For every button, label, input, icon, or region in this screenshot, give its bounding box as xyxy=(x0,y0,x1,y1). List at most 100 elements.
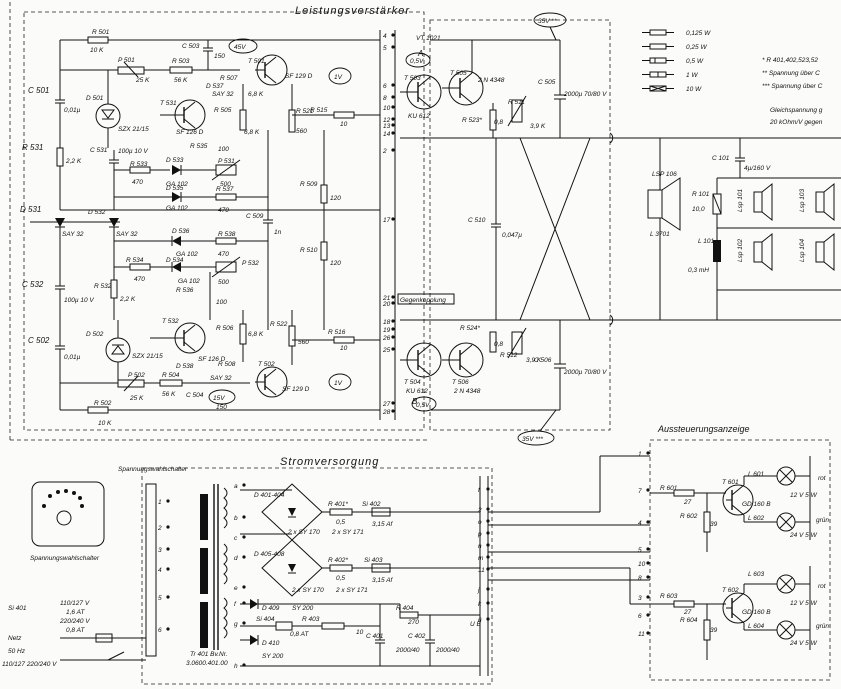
label-SY170a: 2 x SY 170 xyxy=(287,529,320,536)
psu-pin: ü xyxy=(478,617,482,624)
label-D501t: SZX 21/15 xyxy=(118,126,149,133)
trafo-pin-dot xyxy=(242,621,246,625)
label-gruen2: grün xyxy=(816,623,829,630)
trafo-pin: g xyxy=(234,621,238,628)
psu-pin-dot xyxy=(486,555,490,559)
label-Si404v: 0,8 AT xyxy=(290,631,309,638)
switch-pin-dot xyxy=(166,525,170,529)
label-C509: C 509 xyxy=(246,213,264,220)
label-say32a: SAY 32 xyxy=(212,91,234,98)
label-D536: D 536 xyxy=(172,228,190,235)
label-D536t: GA 102 xyxy=(176,251,198,258)
label-P502: P 502 xyxy=(128,372,145,379)
amp-pin-dot xyxy=(391,45,395,49)
meter-pin-dot xyxy=(646,595,650,599)
trafo-pin-dot xyxy=(242,555,246,559)
label-C531: C 531 xyxy=(90,147,108,154)
label-C501v: 0,01µ xyxy=(64,107,81,114)
dc-note-2: 20 kOhm/V gegen xyxy=(769,119,823,126)
amp-pin: 4 xyxy=(383,33,387,40)
label-D533t: GA 102 xyxy=(166,181,188,188)
label-T504t: KU 612 xyxy=(406,388,428,395)
amp-pin: 5 xyxy=(383,45,387,52)
label-D405: D 405-408 xyxy=(254,551,285,558)
trafo-pin: f xyxy=(234,601,237,608)
meter-pin: 4 xyxy=(638,520,642,527)
label-SY171b: 2 x SY 171 xyxy=(335,587,368,594)
label-T502t: SF 129 D xyxy=(282,386,310,393)
trafo-pin: b xyxy=(234,515,238,522)
label-C503v: 150 xyxy=(214,53,225,60)
label-Lsp101: Lsp 101 xyxy=(737,188,744,212)
label-R509: R 509 xyxy=(300,181,318,188)
psu-pin-dot xyxy=(486,543,490,547)
label-R604v: 39 xyxy=(710,627,718,634)
amp-pin-dot xyxy=(391,33,395,37)
label-fuse1: 110/127 V xyxy=(60,600,90,607)
label-D502: D 502 xyxy=(86,331,104,338)
label-D532: D 532 xyxy=(88,209,106,216)
label-T602t: GD 160 B xyxy=(742,609,771,616)
label-L101v: 0,3 mH xyxy=(688,267,709,274)
psu-pin: 11 xyxy=(478,567,485,574)
amplifier-lower: D 536 GA 102 R 538 470 D 534 GA 102 P 53… xyxy=(22,227,380,427)
trafo-pin: a xyxy=(234,483,238,490)
label-T506t: 2 N 4348 xyxy=(453,388,481,395)
label-mains: 110/127 220/240 V xyxy=(2,661,57,668)
label-C401v: 2000/40 xyxy=(395,647,420,654)
label-R522: R 522 xyxy=(270,321,288,328)
feedback-label: Gegenkopplung xyxy=(400,297,446,304)
label-C509v: 1n xyxy=(274,229,282,236)
label-R531: R 531 xyxy=(22,143,43,152)
amp-pin: 17 xyxy=(383,217,391,224)
label-T501t: SF 129 D xyxy=(285,73,313,80)
label-gruen1: grün xyxy=(816,517,829,524)
amp-pin: 20 xyxy=(382,301,391,308)
label-P532v: 500 xyxy=(218,279,229,286)
trafo-pin-dot xyxy=(242,483,246,487)
trafo-pin: e xyxy=(234,585,238,592)
label-R515v: 10 xyxy=(340,121,348,128)
volt-05-top: 0,5V xyxy=(410,58,424,65)
label-R524v: 0,8 xyxy=(494,341,503,348)
psu-pin-dot xyxy=(486,507,490,511)
amp-pin-dot xyxy=(391,295,395,299)
switch-pin-dot xyxy=(166,567,170,571)
meter-pin: 1 xyxy=(638,451,642,458)
amp-pin-dot xyxy=(391,123,395,127)
label-C532: C 532 xyxy=(22,280,44,289)
watt-label: 0,25 W xyxy=(686,44,707,51)
psu-pin: 2 xyxy=(477,507,482,514)
psu-pin-dot xyxy=(486,587,490,591)
meter-pin: 11 xyxy=(638,631,645,638)
output-stage: T 503 KU 612 0,5V T 505 2 N 4348 R 523* … xyxy=(397,12,610,446)
label-P531v: 500 xyxy=(220,181,231,188)
switch-pin-dot xyxy=(166,547,170,551)
label-T504: T 504 xyxy=(404,379,421,386)
volt-35-top: 35V ** xyxy=(538,18,557,25)
label-C504v: 150 xyxy=(216,404,227,411)
watt-label: 0,125 W xyxy=(686,30,711,37)
trafo-pin-dot xyxy=(242,515,246,519)
label-R532: R 532 xyxy=(94,283,112,290)
volt-15: 15V xyxy=(213,395,225,402)
node-B: B xyxy=(412,397,418,406)
label-Lsp103: Lsp 103 xyxy=(799,188,806,212)
amp-pin: 21 xyxy=(382,295,391,302)
label-D401: D 401-404 xyxy=(254,492,285,499)
label-L604: L 604 xyxy=(748,623,765,630)
amp-pin-dot xyxy=(391,117,395,121)
label-R532v: 2,2 K xyxy=(119,296,136,303)
transistor-note: VT 1021 xyxy=(416,35,441,42)
label-R603v: 27 xyxy=(683,609,692,616)
amp-pin-dot xyxy=(391,347,395,351)
volt-1-top: 1V xyxy=(334,74,343,81)
label-C501: C 501 xyxy=(28,86,49,95)
amplifier-title: Leistungsverstärker xyxy=(295,5,410,17)
voltage-selector-switch: Spannungswahlschalter xyxy=(30,481,105,562)
label-C502v: 0,01µ xyxy=(64,354,81,361)
label-T532t: SF 126 D xyxy=(198,356,226,363)
psu-pin: p xyxy=(477,531,482,538)
amp-pin-dot xyxy=(391,409,395,413)
meter-pin-dot xyxy=(646,520,650,524)
